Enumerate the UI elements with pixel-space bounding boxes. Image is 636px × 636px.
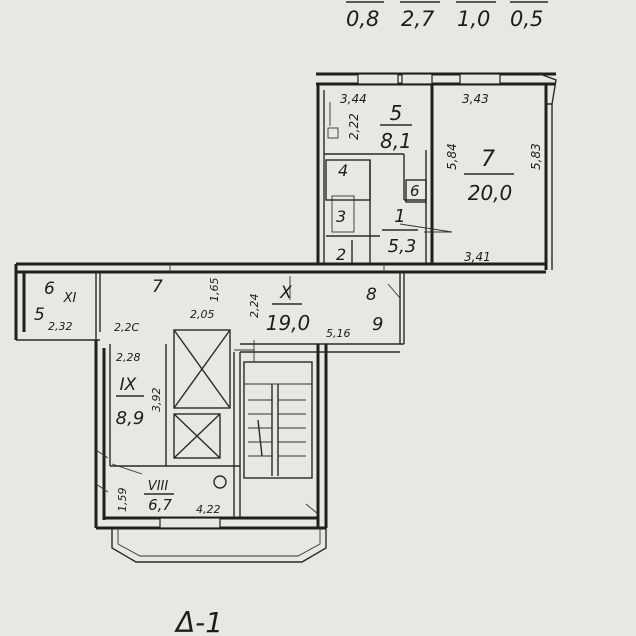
dimension-label: 2,32 [48, 320, 73, 333]
room-number: XI [63, 291, 77, 306]
window [401, 73, 433, 85]
lower-block-walls [94, 329, 328, 563]
room-number: VIII [148, 479, 169, 494]
corridor-walls [14, 262, 546, 353]
room-number: X [279, 283, 292, 303]
header-number: 0,8 [346, 7, 379, 31]
marker-label: 9 [372, 314, 383, 335]
marker-label: 7 [152, 277, 163, 297]
dimension-label: 3,92 [150, 388, 163, 413]
dimension-label: 1,65 [208, 278, 221, 303]
room-area: 8,9 [116, 408, 145, 429]
room-area: 5,3 [388, 236, 417, 257]
window [357, 73, 399, 85]
room-number: 7 [481, 147, 495, 172]
window [459, 73, 501, 85]
room-area: 19,0 [266, 311, 311, 335]
sheet-label: Δ-1 [174, 606, 223, 636]
room-number: IX [120, 375, 137, 395]
room-number: 1 [394, 206, 405, 227]
dimension-label: 3,44 [340, 92, 367, 106]
dimension-label: 3,41 [464, 250, 491, 264]
marker-label: 6 [44, 279, 55, 299]
room-number: 3 [336, 207, 346, 226]
marker-label: 5 [34, 305, 45, 325]
dimension-label: 2,2С [114, 321, 139, 334]
dimension-label: 2,28 [116, 351, 141, 364]
room-number: 5 [390, 101, 403, 125]
dimension-label: 4,22 [196, 503, 221, 516]
room-number: 2 [336, 245, 346, 264]
apartment-walls [316, 72, 557, 270]
room-area: 8,1 [380, 129, 412, 153]
header-number: 0,5 [510, 7, 543, 31]
marker-label: 8 [366, 285, 377, 305]
room-number: 4 [338, 161, 348, 180]
dimension-label: 5,83 [529, 143, 543, 170]
dimension-label: 5,16 [326, 327, 351, 340]
room-area: 20,0 [468, 181, 513, 205]
room-area: 6,7 [148, 496, 172, 514]
dimension-label: 2,24 [248, 294, 261, 319]
dimension-label: 2,22 [347, 113, 361, 140]
room-number: 6 [410, 182, 420, 200]
dimension-label: 5,84 [445, 143, 459, 170]
dimension-label: 2,05 [190, 308, 215, 321]
dimension-label: 3,43 [462, 92, 489, 106]
window [159, 517, 221, 529]
header-number: 2,7 [401, 7, 435, 31]
header-number: 1,0 [457, 7, 490, 31]
dimension-label: 1,59 [116, 488, 129, 513]
